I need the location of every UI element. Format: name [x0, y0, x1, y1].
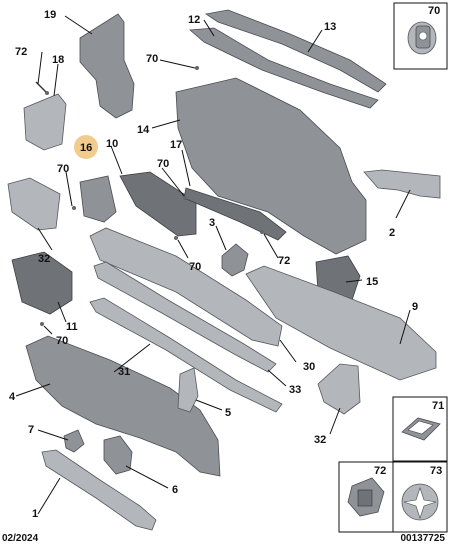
part-32-bracket-right — [317, 363, 361, 415]
part-18-plate — [23, 93, 67, 151]
label-30: 30 — [303, 361, 315, 373]
label-2: 2 — [389, 227, 395, 239]
part-16-insulator — [79, 175, 117, 223]
label-1: 1 — [32, 508, 38, 520]
label-70-c: 70 — [157, 158, 169, 170]
label-72-m: 72 — [278, 255, 290, 267]
label-71: 71 — [432, 400, 444, 412]
part-30-crossmember — [89, 227, 283, 347]
label-17: 17 — [170, 139, 182, 151]
label-70-b: 70 — [57, 163, 69, 175]
part-7-clip — [63, 429, 85, 453]
part-4-floor — [25, 335, 221, 477]
part-31-rail — [93, 261, 277, 373]
part-2-arm — [363, 169, 441, 199]
label-4: 4 — [9, 391, 16, 403]
part-5-plate — [177, 367, 199, 413]
label-12: 12 — [188, 14, 200, 26]
footer-date: 02/2024 — [2, 533, 39, 544]
label-6: 6 — [172, 484, 178, 496]
label-13: 13 — [324, 21, 336, 33]
label-7: 7 — [28, 424, 34, 436]
leader-lines — [15, 15, 411, 515]
highlight-marker-16 — [74, 135, 98, 159]
label-70-e: 70 — [56, 335, 68, 347]
part-3-hook — [221, 243, 249, 277]
part-19-bracket — [79, 13, 135, 119]
label-15: 15 — [366, 276, 378, 288]
label-73: 73 — [430, 465, 442, 477]
label-70-box: 70 — [428, 5, 440, 17]
footer-ref: 00137725 — [400, 533, 446, 544]
part-14-bulkhead — [175, 77, 367, 255]
label-70-d: 70 — [189, 261, 201, 273]
label-5: 5 — [225, 407, 231, 419]
label-10: 10 — [106, 138, 118, 150]
callout-labels: 19 12 13 70 72 18 70 14 16 10 17 70 70 2… — [9, 5, 444, 520]
label-32-a: 32 — [38, 253, 50, 265]
clip-72-m-icon — [260, 230, 264, 234]
part-10-bracket — [119, 171, 197, 237]
clip-73-icon — [401, 483, 439, 521]
label-72-tl: 72 — [15, 46, 27, 58]
label-31: 31 — [118, 366, 130, 378]
part-6-bracket — [103, 435, 133, 475]
clip-72-icon — [347, 477, 385, 517]
part-11-pad — [11, 251, 73, 315]
label-32-b: 32 — [314, 434, 326, 446]
part-32-bracket-left — [7, 177, 61, 231]
label-9: 9 — [412, 301, 418, 313]
label-16: 16 — [80, 142, 92, 154]
part-12-strip — [189, 27, 379, 109]
label-70-a: 70 — [146, 53, 158, 65]
clip-70-c-icon — [183, 196, 187, 200]
part-13-strip — [204, 9, 387, 93]
label-11: 11 — [66, 321, 78, 333]
clip-70-a-icon — [195, 66, 199, 70]
label-72-box: 72 — [374, 465, 386, 477]
label-14: 14 — [137, 124, 150, 136]
label-3: 3 — [209, 217, 215, 229]
clip-71-icon — [401, 417, 441, 441]
label-18: 18 — [52, 54, 64, 66]
clip-70-e-icon — [40, 322, 44, 326]
part-9-mat — [245, 265, 437, 381]
clip-70-b-icon — [72, 206, 76, 210]
label-33: 33 — [289, 384, 301, 396]
clip-70-d-icon — [174, 236, 178, 240]
part-1-rail — [41, 449, 157, 531]
label-19: 19 — [44, 9, 56, 21]
clip-70-icon — [407, 21, 437, 55]
part-33-rail — [89, 297, 283, 413]
